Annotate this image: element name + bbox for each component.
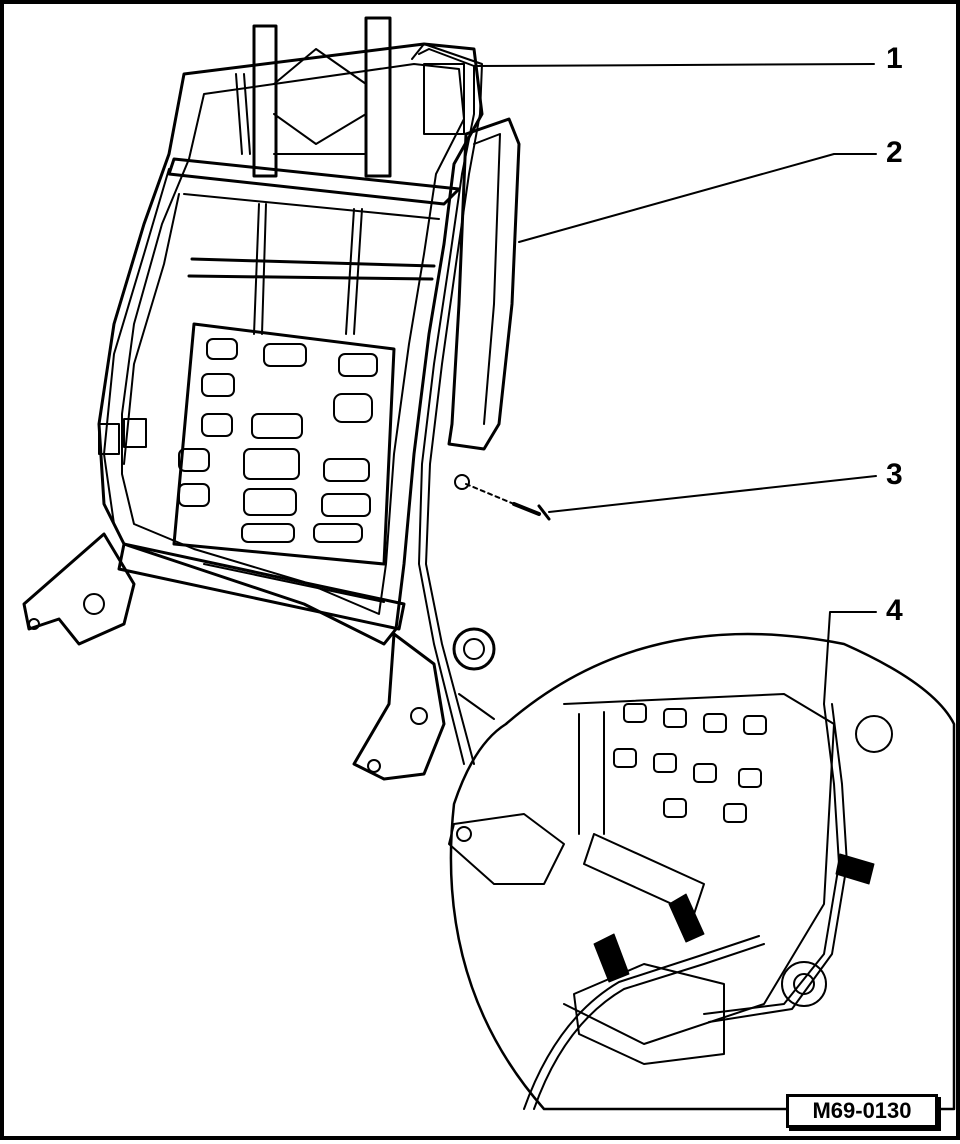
reference-code-label: M69-0130 — [786, 1094, 938, 1128]
bolt — [454, 474, 551, 521]
callout-number-1: 1 — [886, 42, 903, 75]
callout-number-3: 3 — [886, 458, 903, 491]
leader-lines — [473, 63, 877, 705]
seat-backrest-diagram — [22, 16, 956, 1111]
detail-view — [448, 632, 956, 1111]
callout-number-4: 4 — [886, 594, 903, 627]
side-airbag-unit — [447, 117, 521, 451]
wiring-harness-main — [411, 43, 483, 765]
callout-number-2: 2 — [886, 136, 903, 169]
